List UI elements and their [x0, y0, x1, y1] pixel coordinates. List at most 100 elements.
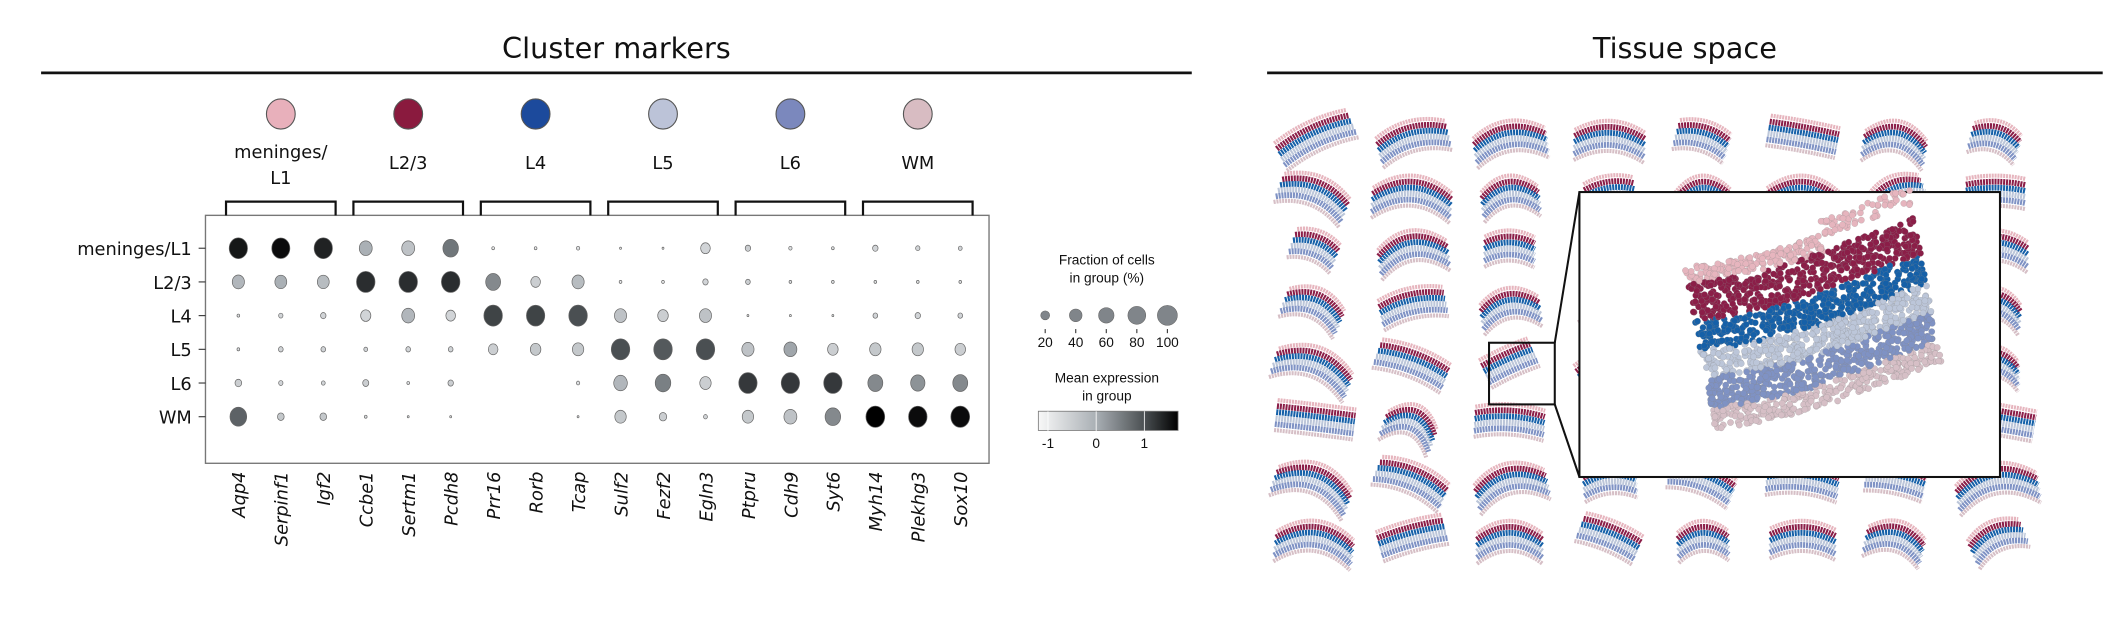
inset-cell-point — [1822, 348, 1830, 355]
inset-cell-point — [1913, 360, 1920, 367]
tissue-layer-band — [1972, 532, 2026, 560]
tissue-layer-band — [1376, 228, 1448, 252]
inset-cell-point — [1919, 309, 1927, 317]
inset-cell-point — [1726, 345, 1733, 352]
tissue-layer-band — [1375, 353, 1447, 385]
inset-cell-point — [1811, 252, 1818, 260]
tissue-section-thumbnail — [1273, 170, 1352, 229]
inset-cell-point — [1812, 402, 1820, 409]
dot-L6-Tcap — [576, 380, 581, 386]
inset-cell-point — [1800, 249, 1807, 257]
inset-cell-point — [1803, 245, 1811, 253]
tissue-layer-band — [1290, 242, 1337, 265]
dot-meninges-L1-Egln3 — [700, 242, 711, 255]
dot-L5-Sulf2 — [610, 338, 631, 361]
tissue-layer-band — [1863, 535, 1924, 560]
dot-WM-Igf2 — [319, 412, 327, 421]
inset-cell-point — [1808, 242, 1815, 249]
inset-cell-point — [1741, 268, 1749, 275]
inset-cell-point — [1807, 276, 1815, 283]
inset-cell-point — [1723, 302, 1730, 310]
inset-cell-point — [1861, 333, 1869, 340]
inset-cell-point — [1832, 254, 1839, 261]
tissue-layer-band — [1477, 483, 1551, 512]
inset-cell-point — [1705, 355, 1712, 362]
tissue-layer-band — [1375, 517, 1444, 541]
inset-cell-point — [1736, 421, 1743, 429]
inset-cell-point — [1904, 294, 1911, 302]
inset-cell-point — [1821, 306, 1829, 313]
inset-cell-point — [1896, 304, 1904, 312]
tissue-layer-band — [1583, 491, 1639, 505]
inset-cell-point — [1763, 250, 1771, 257]
inset-cell-point — [1698, 297, 1705, 305]
dot-L4-Tcap — [568, 304, 588, 327]
inset-cell-point — [1846, 309, 1854, 316]
inset-cell-point — [1827, 275, 1835, 283]
tissue-layer-band — [1481, 308, 1544, 332]
tissue-layer-band — [1479, 490, 1552, 517]
tissue-layer-band — [1288, 284, 1347, 313]
inset-cell-point — [1817, 371, 1825, 378]
inset-cell-point — [1725, 326, 1732, 334]
inset-cell-point — [1755, 277, 1762, 284]
inset-cell-point — [1741, 315, 1748, 323]
inset-cell-point — [1871, 268, 1878, 275]
size-legend-dot — [1098, 307, 1115, 324]
inset-cell-point — [1828, 214, 1836, 221]
inset-cell-point — [1867, 288, 1875, 295]
inset-cell-point — [1768, 393, 1776, 401]
tissue-layer-band — [1371, 173, 1454, 195]
dot-L4-Egln3 — [699, 308, 712, 323]
inset-cell-point — [1806, 282, 1813, 289]
inset-cell-point — [1707, 282, 1715, 289]
inset-cell-point — [1759, 390, 1767, 398]
dot-meninges-L1-Sox10 — [957, 245, 963, 251]
dot-WM-Serpinf1 — [277, 412, 285, 421]
tissue-layer-band — [1370, 190, 1453, 214]
size-legend-dot — [1040, 310, 1050, 321]
tissue-layer-band — [1479, 178, 1540, 201]
inset-cell-point — [1832, 363, 1839, 370]
inset-cell-point — [1786, 277, 1793, 284]
inset-cell-point — [1711, 364, 1719, 372]
tissue-layer-band — [1284, 294, 1343, 324]
inset-cell-point — [1901, 228, 1909, 235]
inset-cell-point — [1758, 298, 1765, 306]
inset-cell-point — [1840, 366, 1847, 373]
tissue-layer-band — [1860, 141, 1926, 167]
inset-cell-point — [1871, 213, 1879, 220]
inset-cell-point — [1809, 287, 1816, 295]
inset-cell-point — [1817, 285, 1824, 293]
tissue-layer-band — [1381, 306, 1448, 328]
inset-cell-point — [1870, 253, 1878, 261]
inset-cell-point — [1838, 357, 1845, 365]
tissue-layer-band — [1676, 536, 1731, 554]
gene-group-bracket — [734, 200, 847, 216]
inset-cell-point — [1723, 387, 1731, 395]
dot-L2-3-Serpinf1 — [274, 274, 288, 290]
inset-cell-point — [1752, 312, 1760, 319]
inset-cell-point — [1796, 271, 1804, 278]
inset-cell-point — [1706, 323, 1713, 330]
dot-L6-Plekhg3 — [910, 374, 926, 392]
row-label: L6 — [171, 374, 192, 395]
inset-cell-point — [1705, 384, 1712, 392]
cluster-label: L2/3 — [389, 153, 428, 174]
inset-cell-point — [1910, 251, 1917, 258]
tissue-layer-band — [1371, 178, 1454, 202]
inset-cell-point — [1790, 292, 1798, 299]
dot-L6-Serpinf1 — [278, 380, 284, 386]
tissue-section-thumbnail — [1479, 173, 1543, 224]
inset-cell-point — [1765, 313, 1773, 320]
inset-cell-point — [1711, 420, 1718, 427]
tissue-layer-band — [1768, 542, 1837, 557]
dot-L4-Sertm1 — [401, 307, 416, 324]
inset-cell-point — [1799, 277, 1807, 284]
inset-cell-point — [1918, 275, 1926, 283]
inset-cell-point — [1813, 327, 1821, 335]
inset-cell-point — [1698, 309, 1706, 316]
inset-cell-point — [1803, 336, 1810, 343]
inset-cell-point — [1752, 417, 1760, 424]
